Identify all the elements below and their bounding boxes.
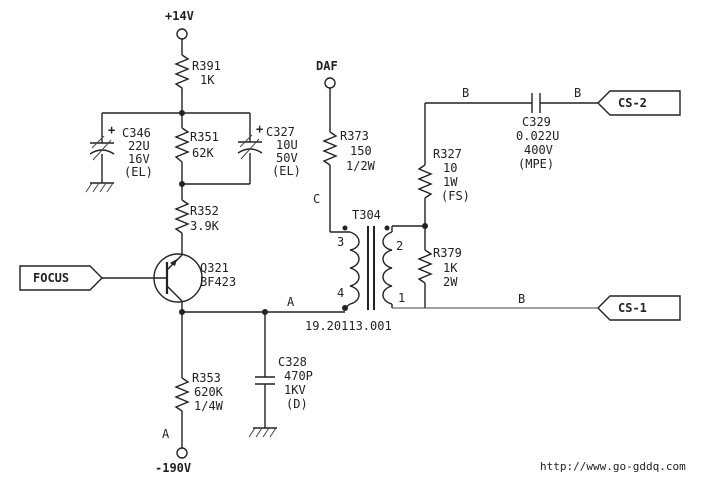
t304-pin4: 4 xyxy=(337,286,344,300)
r352-value: 3.9K xyxy=(190,219,220,233)
daf-terminal xyxy=(324,77,336,89)
r353-value: 620K xyxy=(194,385,224,399)
c329-rating: 400V xyxy=(524,143,553,157)
c346-plus-sign: + xyxy=(108,123,115,137)
cs2-port xyxy=(597,90,681,116)
c346-hatch-1 xyxy=(92,139,112,161)
r391-ref: R391 xyxy=(192,59,221,73)
c328-ref: C328 xyxy=(278,355,307,369)
c328-value: 470P xyxy=(284,369,313,383)
c329-value: 0.022U xyxy=(516,129,559,143)
node-b-right-top-label: B xyxy=(574,86,581,100)
q321-ref: Q321 xyxy=(200,261,229,275)
t304-ref: T304 xyxy=(352,208,381,222)
q321-transistor-icon xyxy=(138,252,203,312)
c327-hatch-1 xyxy=(240,138,260,160)
t304-pin1: 1 xyxy=(398,291,405,305)
node-a-bottom-label: A xyxy=(162,427,170,441)
r351-value: 62K xyxy=(192,146,214,160)
r373-value: 150 xyxy=(350,144,372,158)
r327-value: 10 xyxy=(443,161,457,175)
r327-note: (FS) xyxy=(441,189,470,203)
c346-hatch-2 xyxy=(91,135,105,149)
ground-c328-icon xyxy=(248,427,277,438)
r379-rating: 2W xyxy=(443,275,458,289)
cs1-port xyxy=(597,295,681,321)
node-a-mid-label: A xyxy=(287,295,295,309)
c346-rating: 16V xyxy=(128,152,150,166)
t304-part: 19.20113.001 xyxy=(305,319,392,333)
cs2-port-label: CS-2 xyxy=(618,96,647,110)
r327-ref: R327 xyxy=(433,147,462,161)
c346-ref: C346 xyxy=(122,126,151,140)
t304-dot-pin2 xyxy=(384,225,390,231)
r351-resistor xyxy=(174,127,190,163)
focus-port-label: FOCUS xyxy=(33,271,69,285)
r373-rating: 1/2W xyxy=(346,159,376,173)
c329-ref: C329 xyxy=(522,115,551,129)
c328-rating: 1KV xyxy=(284,383,306,397)
t304-dot-pin3 xyxy=(342,225,348,231)
node-b-top-label: B xyxy=(462,86,469,100)
c327-ref: C327 xyxy=(266,125,295,139)
t304-pin3: 3 xyxy=(337,235,344,249)
rail-minus190v-label: -190V xyxy=(155,461,191,475)
r373-resistor xyxy=(322,131,338,166)
focus-port xyxy=(19,265,103,291)
r353-ref: R353 xyxy=(192,371,221,385)
c346-note: (EL) xyxy=(124,165,153,179)
cs1-port-label: CS-1 xyxy=(618,301,647,315)
r391-resistor xyxy=(174,54,190,89)
daf-label: DAF xyxy=(316,59,338,73)
c327-rating: 50V xyxy=(276,151,298,165)
rail-plus14v-label: +14V xyxy=(165,9,194,23)
c327-value: 10U xyxy=(276,138,298,152)
r327-rating: 1W xyxy=(443,175,458,189)
c327-note: (EL) xyxy=(272,164,301,178)
r352-resistor xyxy=(174,199,190,234)
r391-value: 1K xyxy=(200,73,215,87)
rail-minus190v-terminal xyxy=(176,447,188,459)
c327-hatch-2 xyxy=(239,134,253,148)
watermark-url: http://www.go-gddq.com xyxy=(540,460,686,473)
c346-value: 22U xyxy=(128,139,150,153)
r353-rating: 1/4W xyxy=(194,399,224,413)
r327-resistor xyxy=(417,164,433,199)
r379-ref: R379 xyxy=(433,246,462,260)
r352-ref: R352 xyxy=(190,204,219,218)
ground-c346-icon xyxy=(85,182,114,193)
r379-value: 1K xyxy=(443,261,458,275)
r353-resistor xyxy=(174,377,190,412)
c329-note: (MPE) xyxy=(518,157,554,171)
c328-note: (D) xyxy=(286,397,308,411)
c327-plus-sign: + xyxy=(256,122,263,136)
r379-resistor xyxy=(417,249,433,284)
t304-pin2: 2 xyxy=(396,239,403,253)
r351-ref: R351 xyxy=(190,130,219,144)
q321-part: BF423 xyxy=(200,275,236,289)
rail-plus14v-terminal xyxy=(176,28,188,40)
node-c-label: C xyxy=(313,192,320,206)
r373-ref: R373 xyxy=(340,129,369,143)
t304-transformer-icon xyxy=(344,226,393,310)
node-b-right-bottom-label: B xyxy=(518,292,525,306)
